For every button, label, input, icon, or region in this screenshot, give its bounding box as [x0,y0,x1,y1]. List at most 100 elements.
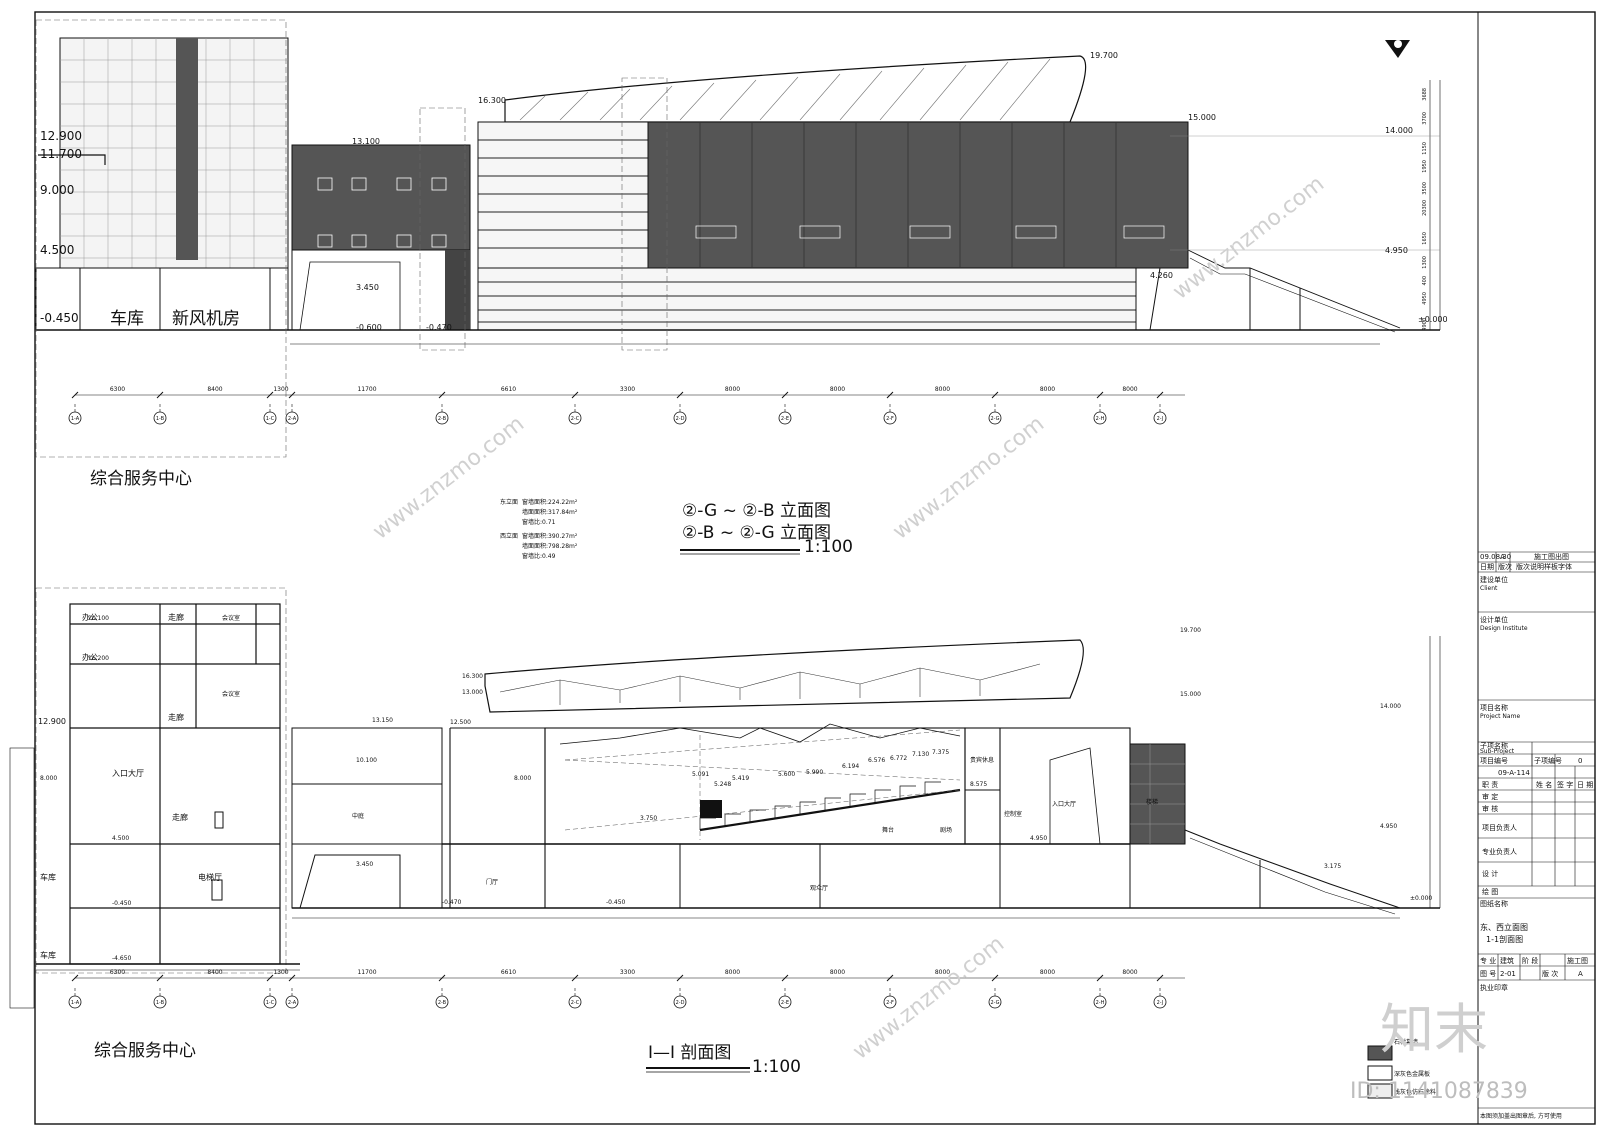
room-label: 走廊 [168,712,184,722]
tb-label: 建设单位 [1480,575,1508,584]
sec-level: 16.300 [462,673,483,680]
sec-level: 5.419 [732,775,749,782]
right-dimension-text: 400 [1422,276,1428,286]
axis-label: 2-H [1096,416,1105,422]
axis-bubble [988,411,1002,425]
elev-level: 14.000 [1385,126,1413,135]
tb-row: 职 责 [1482,780,1498,789]
room-label: 剧场 [940,826,952,834]
dimension-text: 8400 [207,386,222,393]
dimension-tick [676,391,684,399]
tb-header: 版次 [1498,562,1512,571]
dimension-text: 1300 [273,386,288,393]
tb-col: 签 字 [1557,780,1573,789]
tb-row: 项目负责人 [1482,823,1517,832]
elev-level: -0.600 [356,323,382,332]
dimension-tick [71,974,79,982]
north-arrow-icon [1385,40,1410,58]
sec-level: 5.990 [806,769,823,776]
elev-level: 13.100 [352,137,380,146]
axis-bubble [153,995,167,1009]
axis-bubble [673,411,687,425]
axis-label: 2-G [990,416,999,422]
room-label: 贵宾休息 [970,756,994,764]
dimension-tick [438,974,446,982]
room-label: 楼梯 [1146,798,1158,806]
sec-level: -4.650 [112,955,132,962]
sec-level: 4.500 [112,835,129,842]
axis-label: 2-C [571,1000,580,1006]
dimension-tick [438,391,446,399]
area-note: 墙面面积:317.84m² [522,508,578,516]
tb-label: 子项名称 [1480,741,1508,750]
axis-bubble [673,995,687,1009]
area-note: 窗墙比:0.71 [522,518,556,526]
axis-label: 2-F [886,1000,894,1006]
dimension-text: 6300 [110,969,125,976]
axis-bubble [285,995,299,1009]
right-dimension-text: 4950 [1422,292,1428,305]
axis-bubble [68,411,82,425]
axis-label: 1-B [156,416,165,422]
right-dimension-text: 4900 [1422,318,1428,331]
axis-bubble [778,411,792,425]
right-dimension-text: 1950 [1422,160,1428,173]
axis-bubble [1153,995,1167,1009]
watermark-text: www.znzmo.com [1168,171,1329,304]
tb-label-en: Sub-Project [1480,748,1515,755]
dimension-tick [71,391,79,399]
elev-level: 4.260 [1150,271,1173,280]
axis-bubble [153,411,167,425]
dimension-text: 11700 [357,386,376,393]
right-dimension-text: 3688 [1422,88,1428,101]
axis-label: 2-G [990,1000,999,1006]
sec-level: 5.091 [692,771,709,778]
tb-value: 2-01 [1500,970,1516,978]
dimension-text: 8400 [207,969,222,976]
dimension-text: 8000 [725,386,740,393]
tb-drawing-title: 东、西立面图 [1480,922,1528,932]
dimension-tick [886,391,894,399]
axis-bubble [435,411,449,425]
tb-label: 项目编号 [1480,756,1508,765]
area-notes: 东立面 窗墙面积:224.22m² 墙面面积:317.84m² 窗墙比:0.71… [500,498,578,560]
tb-label: 专 业 [1480,956,1496,965]
tb-label: 图纸名称 [1480,899,1508,908]
sec-level: 16.200 [88,655,109,662]
dimension-tick [1156,391,1164,399]
dimension-tick [781,391,789,399]
elev-level: 11.700 [40,147,82,161]
axis-label: 2-J [1157,1000,1164,1006]
axis-label: 1-C [266,416,275,422]
tb-label: 阶 段 [1522,956,1538,965]
axis-label: 2-H [1096,1000,1105,1006]
elev-level: -0.450 [40,311,79,325]
legend-label: 浅灰色仿石涂料 [1394,1088,1436,1096]
dimension-text: 8000 [1122,969,1137,976]
sec-level: 7.130 [912,751,929,758]
axis-label: 1-B [156,1000,165,1006]
dimension-text: 8000 [935,386,950,393]
service-center-label: 综合服务中心 [94,1041,196,1061]
room-label: 控制室 [1004,810,1022,818]
tb-header: 版次说明样板字体 [1516,562,1572,571]
room-label: 会议室 [222,690,240,698]
sec-level: 10.100 [356,757,377,764]
elevation-right-dimensions: 3688370011501950350020300165013004004950… [1422,88,1428,331]
tb-header: 日期 [1480,563,1494,571]
axis-bubble [988,995,1002,1009]
dimension-tick [1156,974,1164,982]
axis-bubble [263,995,277,1009]
room-label: 车库 [110,309,144,329]
watermark-text: www.znzmo.com [848,931,1009,1064]
legend-swatch [1367,1045,1393,1061]
watermark-id: ID: 1141087839 [1350,1079,1528,1104]
dimension-text: 3300 [620,386,635,393]
tb-col: 日 期 [1577,781,1593,789]
east-elevation [35,19,1441,458]
sec-level: 8.575 [970,781,987,788]
dimension-tick [991,391,999,399]
sec-level: 6.576 [868,757,885,764]
